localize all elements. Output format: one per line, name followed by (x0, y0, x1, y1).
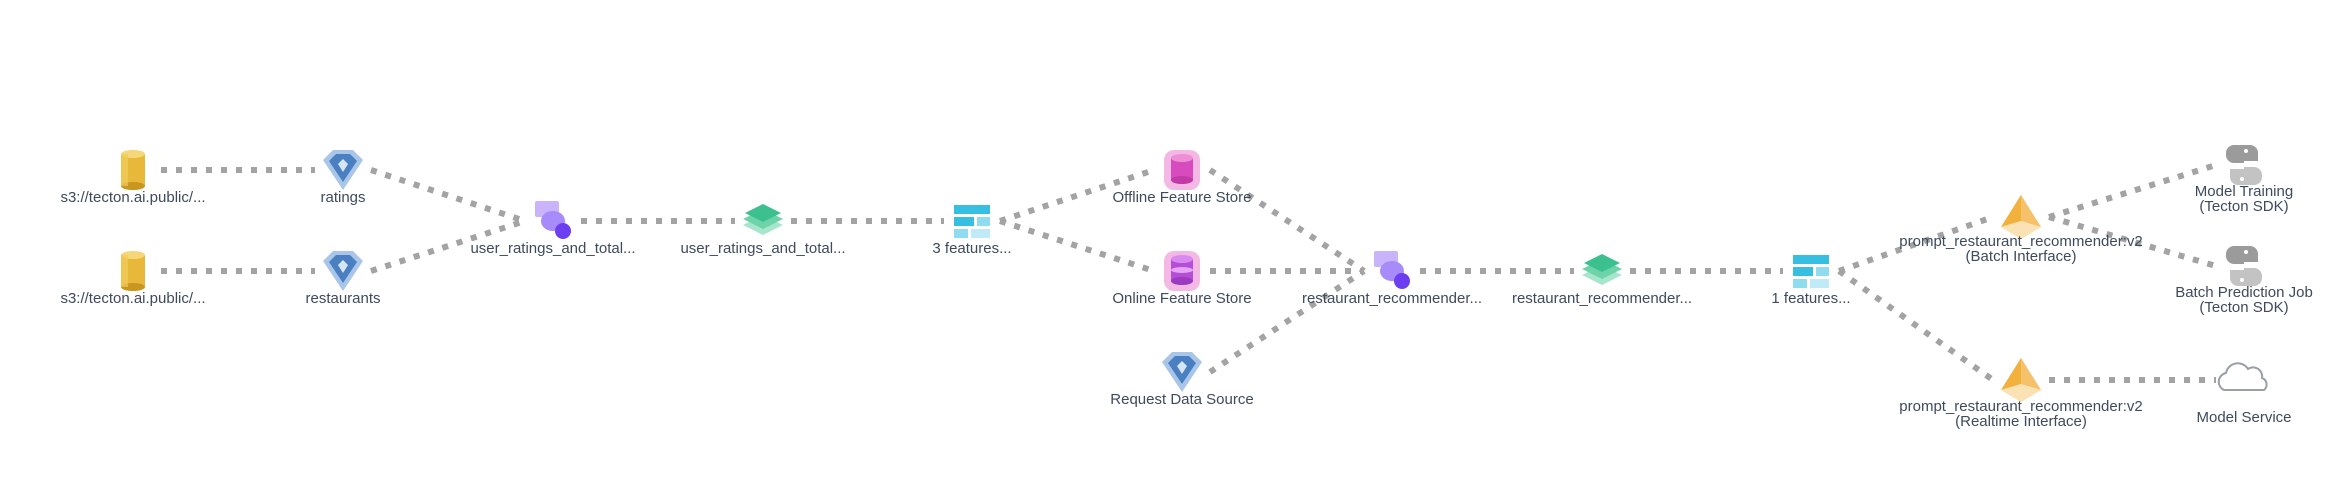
node-prompt-batch[interactable] (2001, 195, 2041, 239)
prompt-pyramid-icon (2001, 195, 2041, 239)
prompt-pyramid-icon (2001, 358, 2041, 402)
node-label-feature-view-2: restaurant_recommender... (1512, 291, 1692, 306)
diamond-data-source-icon (323, 251, 363, 291)
node-label-text: s3://tecton.ai.public/... (60, 189, 206, 206)
node-prompt-realtime[interactable] (2001, 358, 2041, 402)
node-label-model-training: Model Training(Tecton SDK) (2195, 184, 2293, 214)
node-label-text: prompt_restaurant_recommender:v2 (1899, 398, 2143, 415)
python-icon (2226, 246, 2262, 286)
feature-set-icon (954, 205, 990, 238)
transformation-icon (1374, 251, 1410, 289)
online-store-icon (1164, 251, 1200, 291)
node-transformation-2[interactable] (1374, 251, 1410, 289)
transformation-icon (535, 201, 571, 239)
node-label-feature-view-1: user_ratings_and_total... (680, 241, 845, 256)
node-sublabel-text: (Tecton SDK) (2199, 198, 2289, 215)
node-feature-service-2[interactable] (1793, 255, 1829, 288)
node-label-text: restaurants (305, 290, 381, 307)
edge-ratings-to-transformation-1 (370, 167, 526, 224)
edge-feature-service-2-to-prompt-realtime (1837, 268, 1995, 383)
edge-feature-service-1-to-offline-store (999, 167, 1155, 224)
edge-offline-store-to-transformation-2 (1208, 167, 1366, 274)
node-label-text: restaurant_recommender... (1511, 290, 1693, 307)
node-layer (121, 145, 2268, 402)
node-feature-view-1[interactable] (743, 204, 783, 235)
node-batch-prediction[interactable] (2226, 246, 2262, 286)
node-sublabel-text: (Batch Interface) (1965, 248, 2077, 265)
node-label-s3-source-1: s3://tecton.ai.public/... (60, 190, 205, 205)
edge-restaurants-to-transformation-1 (370, 218, 526, 274)
feature-view-layers-icon (743, 204, 783, 235)
node-label-feature-service-2: 1 features... (1771, 291, 1850, 306)
node-ratings[interactable] (323, 150, 363, 190)
node-label-text: Model Service (2196, 409, 2292, 426)
node-label-text: Online Feature Store (1112, 290, 1252, 307)
node-request-source[interactable] (1162, 352, 1202, 392)
node-label-batch-prediction: Batch Prediction Job(Tecton SDK) (2175, 285, 2313, 315)
offline-store-icon (1164, 150, 1200, 190)
node-label-text: s3://tecton.ai.public/... (60, 290, 206, 307)
node-label-text: user_ratings_and_total... (680, 240, 846, 257)
node-label-transformation-1: user_ratings_and_total... (470, 241, 635, 256)
node-sublabel-text: (Tecton SDK) (2199, 299, 2289, 316)
node-label-text: Request Data Source (1110, 391, 1254, 408)
node-label-prompt-batch: prompt_restaurant_recommender:v2(Batch I… (1899, 234, 2142, 264)
node-model-service[interactable] (2217, 362, 2268, 391)
edge-prompt-batch-to-model-training (2048, 162, 2217, 220)
cylinder-data-source-icon (121, 150, 145, 190)
node-label-text: ratings (320, 189, 366, 206)
node-transformation-1[interactable] (535, 201, 571, 239)
node-label-text: 1 features... (1771, 290, 1851, 307)
node-label-text: Batch Prediction Job (2175, 284, 2313, 301)
node-label-feature-service-1: 3 features... (932, 241, 1011, 256)
node-label-ratings: ratings (320, 190, 365, 205)
node-feature-view-2[interactable] (1582, 254, 1622, 285)
feature-set-icon (1793, 255, 1829, 288)
edge-feature-service-1-to-online-store (999, 218, 1155, 274)
node-label-text: restaurant_recommender... (1301, 290, 1483, 307)
node-label-restaurants: restaurants (305, 291, 380, 306)
node-label-text: user_ratings_and_total... (470, 240, 636, 257)
python-icon (2226, 145, 2262, 185)
node-s3-source-1[interactable] (121, 150, 145, 190)
diamond-data-source-icon (323, 150, 363, 190)
node-model-training[interactable] (2226, 145, 2262, 185)
node-label-model-service: Model Service (2196, 410, 2291, 425)
node-online-store[interactable] (1164, 251, 1200, 291)
edge-request-source-to-transformation-2 (1208, 268, 1366, 375)
node-label-prompt-realtime: prompt_restaurant_recommender:v2(Realtim… (1899, 399, 2142, 429)
node-feature-service-1[interactable] (954, 205, 990, 238)
node-label-text: Offline Feature Store (1112, 189, 1252, 206)
node-label-transformation-2: restaurant_recommender... (1302, 291, 1482, 306)
cloud-icon (2217, 362, 2268, 391)
node-restaurants[interactable] (323, 251, 363, 291)
node-sublabel-text: (Realtime Interface) (1955, 413, 2087, 430)
node-offline-store[interactable] (1164, 150, 1200, 190)
node-label-online-store: Online Feature Store (1112, 291, 1251, 306)
node-label-offline-store: Offline Feature Store (1113, 190, 1252, 205)
diamond-data-source-icon (1162, 352, 1202, 392)
node-label-request-source: Request Data Source (1110, 392, 1253, 407)
cylinder-data-source-icon (121, 251, 145, 291)
feature-view-layers-icon (1582, 254, 1622, 285)
edge-layer (161, 162, 2217, 383)
node-label-text: prompt_restaurant_recommender:v2 (1899, 233, 2143, 250)
node-label-s3-source-2: s3://tecton.ai.public/... (60, 291, 205, 306)
node-label-text: 3 features... (932, 240, 1012, 257)
node-s3-source-2[interactable] (121, 251, 145, 291)
node-label-text: Model Training (2194, 183, 2294, 200)
edge-feature-service-2-to-prompt-batch (1838, 214, 1994, 274)
